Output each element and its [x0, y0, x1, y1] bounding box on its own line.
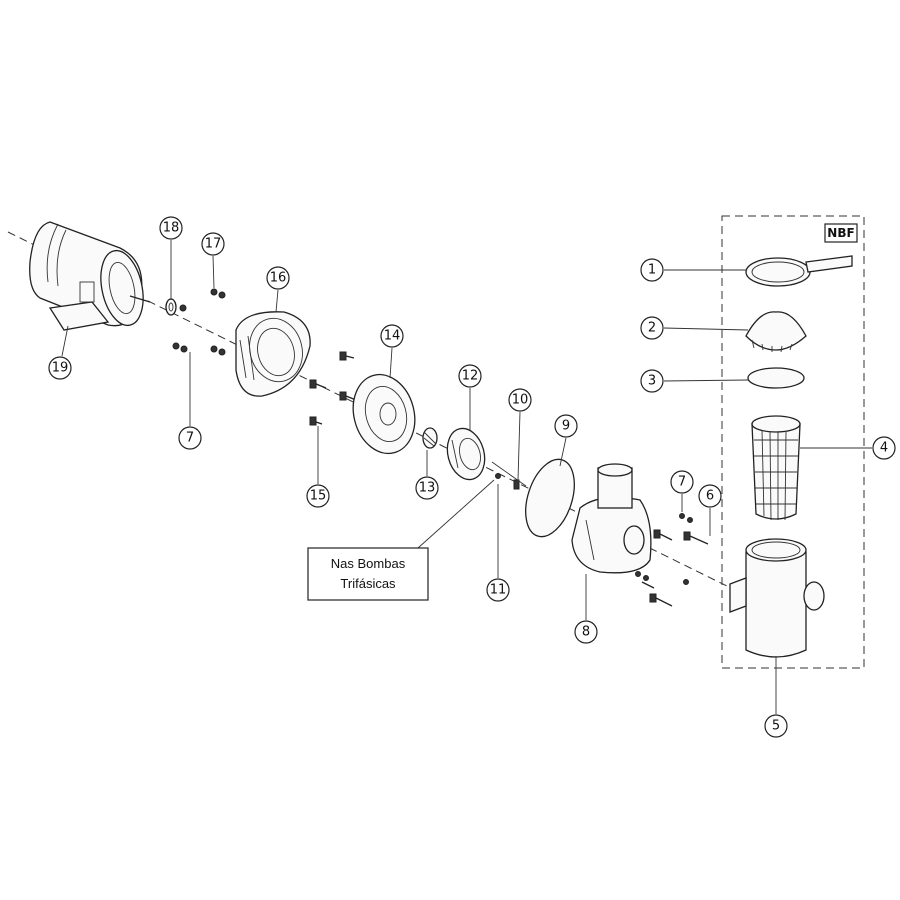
bolts-right-part — [635, 513, 709, 607]
callout-label: 1 — [648, 263, 656, 278]
callout-label: 6 — [706, 489, 714, 504]
callout-label: 14 — [384, 329, 401, 344]
nbf-group-box — [721, 215, 865, 669]
callout-label: 11 — [490, 583, 507, 598]
lid-o-ring-part — [747, 367, 805, 389]
strainer-pot-part — [729, 538, 825, 658]
callout-4: 4 — [872, 436, 896, 460]
callout-label: 2 — [648, 321, 656, 336]
o-ring-part — [525, 458, 575, 538]
callout-label: 16 — [270, 271, 287, 286]
nbf-tag: NBF — [827, 226, 854, 240]
callout-label: 17 — [205, 237, 222, 252]
lock-ring-part — [745, 255, 853, 287]
nuts-left-part — [172, 288, 226, 356]
screws-part — [309, 351, 357, 426]
callout-label: 7 — [678, 475, 686, 490]
callout-label: 8 — [582, 625, 590, 640]
impeller-part — [446, 427, 486, 481]
callout-12: 12 — [458, 364, 482, 388]
callout-label: 10 — [512, 393, 529, 408]
callout-label: 3 — [648, 374, 656, 389]
note-line-2: Trifásicas — [340, 576, 396, 591]
callout-9: 9 — [554, 414, 578, 438]
callout-label: 18 — [163, 221, 180, 236]
leader-lines — [61, 240, 872, 714]
callout-14: 14 — [380, 324, 404, 348]
callout-label: 5 — [772, 719, 780, 734]
callout-label: 9 — [562, 419, 570, 434]
strainer-basket-part — [751, 415, 801, 521]
callout-label: 19 — [52, 361, 69, 376]
callout-1: 1 — [640, 258, 664, 282]
callout-label: 4 — [880, 441, 888, 456]
callout-18: 18 — [159, 216, 183, 240]
small-parts-10-11 — [491, 461, 527, 490]
callout-3: 3 — [640, 369, 664, 393]
callout-10: 10 — [508, 388, 532, 412]
callout-6: 6 — [698, 484, 722, 508]
callout-11: 11 — [486, 578, 510, 602]
lid-part — [745, 311, 807, 353]
callout-13: 13 — [415, 476, 439, 500]
callout-7-right: 7 — [670, 470, 694, 494]
nbf-tag-box — [824, 223, 858, 243]
diffuser-part — [352, 373, 416, 455]
note-line-1: Nas Bombas — [331, 556, 406, 571]
mechanical-seal-part — [422, 427, 438, 449]
callout-8: 8 — [574, 620, 598, 644]
callout-19: 19 — [48, 356, 72, 380]
callout-label: 13 — [419, 481, 436, 496]
callout-label: 12 — [462, 369, 479, 384]
callout-15: 15 — [306, 484, 330, 508]
callout-5: 5 — [764, 714, 788, 738]
callout-7-left: 7 — [178, 426, 202, 450]
callout-16: 16 — [266, 266, 290, 290]
callout-2: 2 — [640, 316, 664, 340]
callout-17: 17 — [201, 232, 225, 256]
seal-ring-part — [165, 298, 177, 316]
motor-part — [29, 221, 151, 331]
callout-label: 15 — [310, 489, 327, 504]
seal-plate-part — [235, 311, 311, 397]
pump-housing-part — [571, 463, 652, 574]
callout-label: 7 — [186, 431, 194, 446]
note-box: Nas Bombas Trifásicas — [307, 547, 429, 601]
